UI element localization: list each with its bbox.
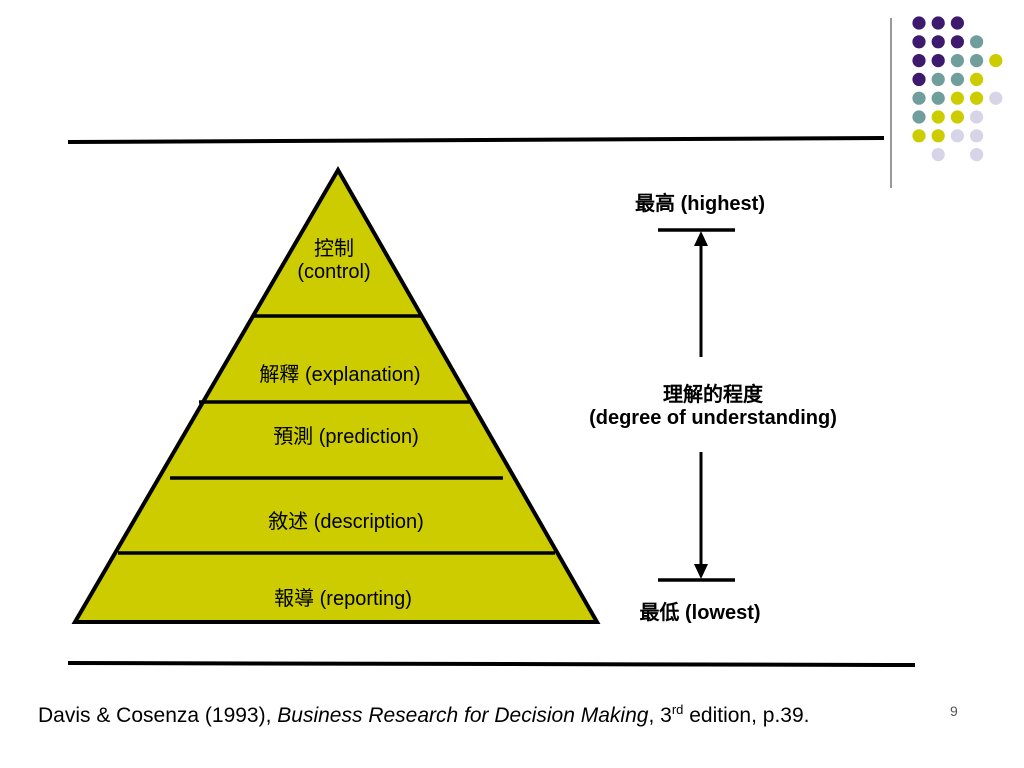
page-number: 9 bbox=[950, 703, 958, 719]
decorative-dot bbox=[912, 35, 926, 49]
lowest-cjk: 最低 bbox=[639, 600, 680, 624]
citation-edition-post: edition, p.39. bbox=[683, 704, 810, 727]
decorative-dot bbox=[912, 110, 926, 124]
top-rule bbox=[67, 136, 885, 144]
understanding-label: 理解的程度 (degree of understanding) bbox=[548, 382, 878, 430]
understanding-en: (degree of understanding) bbox=[589, 407, 837, 429]
decorative-dot bbox=[912, 54, 926, 68]
citation-book-title: Business Research for Decision Making bbox=[277, 704, 649, 727]
level-reporting-label: 報導 (reporting) bbox=[233, 586, 453, 611]
highest-label: 最高 (highest) bbox=[600, 191, 800, 216]
citation-edition-sup: rd bbox=[671, 702, 684, 717]
highest-en: (highest) bbox=[680, 193, 765, 215]
decorative-dot bbox=[931, 16, 945, 30]
level-prediction-label: 預測 (prediction) bbox=[236, 424, 456, 449]
down-arrowhead-icon bbox=[694, 564, 708, 579]
level-control-cjk: 控制 bbox=[314, 236, 354, 260]
lowest-en: (lowest) bbox=[685, 602, 761, 624]
highest-cjk: 最高 bbox=[635, 191, 675, 215]
decorative-dot bbox=[931, 72, 945, 86]
level-description-cjk: 敘述 bbox=[268, 509, 309, 533]
decorative-dot bbox=[970, 35, 984, 49]
level-explanation-label: 解釋 (explanation) bbox=[220, 362, 460, 387]
decorative-dot bbox=[950, 72, 965, 86]
decorative-dot bbox=[931, 54, 945, 68]
citation: Davis & Cosenza (1993), Business Researc… bbox=[38, 702, 809, 728]
decorative-dot bbox=[950, 35, 965, 49]
bottom-rule bbox=[67, 661, 916, 667]
decorative-dot bbox=[912, 129, 926, 143]
level-prediction-en: (prediction) bbox=[318, 426, 419, 448]
understanding-cjk: 理解的程度 bbox=[663, 382, 763, 406]
decorative-dot bbox=[950, 16, 965, 30]
decorative-dot bbox=[950, 91, 965, 105]
decorative-dot bbox=[931, 129, 945, 143]
level-explanation-cjk: 解釋 bbox=[259, 362, 300, 386]
level-control-en: (control) bbox=[297, 261, 371, 283]
decorative-dot bbox=[912, 16, 926, 30]
decorative-dot bbox=[950, 129, 965, 143]
decorative-dot bbox=[970, 129, 984, 143]
decorative-dot bbox=[950, 110, 965, 124]
decorative-dot-grid bbox=[912, 16, 1003, 162]
decorative-dot bbox=[950, 54, 965, 68]
decorative-dot bbox=[912, 91, 926, 105]
decorative-dot bbox=[931, 110, 945, 124]
level-reporting-en: (reporting) bbox=[319, 588, 412, 610]
decorative-dot bbox=[970, 110, 984, 124]
decorative-dot bbox=[931, 148, 945, 162]
decorative-dot bbox=[970, 54, 984, 68]
citation-edition-pre: , 3 bbox=[648, 704, 672, 727]
decorative-dot bbox=[912, 72, 926, 86]
decorative-dot bbox=[931, 91, 945, 105]
level-description-en: (description) bbox=[313, 511, 424, 533]
up-arrowhead-icon bbox=[694, 231, 708, 246]
decorative-dot bbox=[989, 91, 1003, 105]
level-description-label: 敘述 (description) bbox=[226, 509, 466, 534]
level-control-label: 控制 (control) bbox=[259, 236, 409, 284]
decorative-dot bbox=[989, 54, 1003, 68]
level-prediction-cjk: 預測 bbox=[273, 424, 314, 448]
pyramid-shape bbox=[71, 166, 601, 624]
decorative-dot bbox=[931, 35, 945, 49]
citation-authors: Davis & Cosenza (1993), bbox=[38, 704, 278, 727]
level-reporting-cjk: 報導 bbox=[274, 586, 315, 610]
lowest-label: 最低 (lowest) bbox=[600, 600, 800, 625]
decorative-dot bbox=[970, 91, 984, 105]
decorative-dot bbox=[970, 148, 984, 162]
decorative-dot bbox=[970, 72, 984, 86]
level-explanation-en: (explanation) bbox=[304, 364, 421, 386]
